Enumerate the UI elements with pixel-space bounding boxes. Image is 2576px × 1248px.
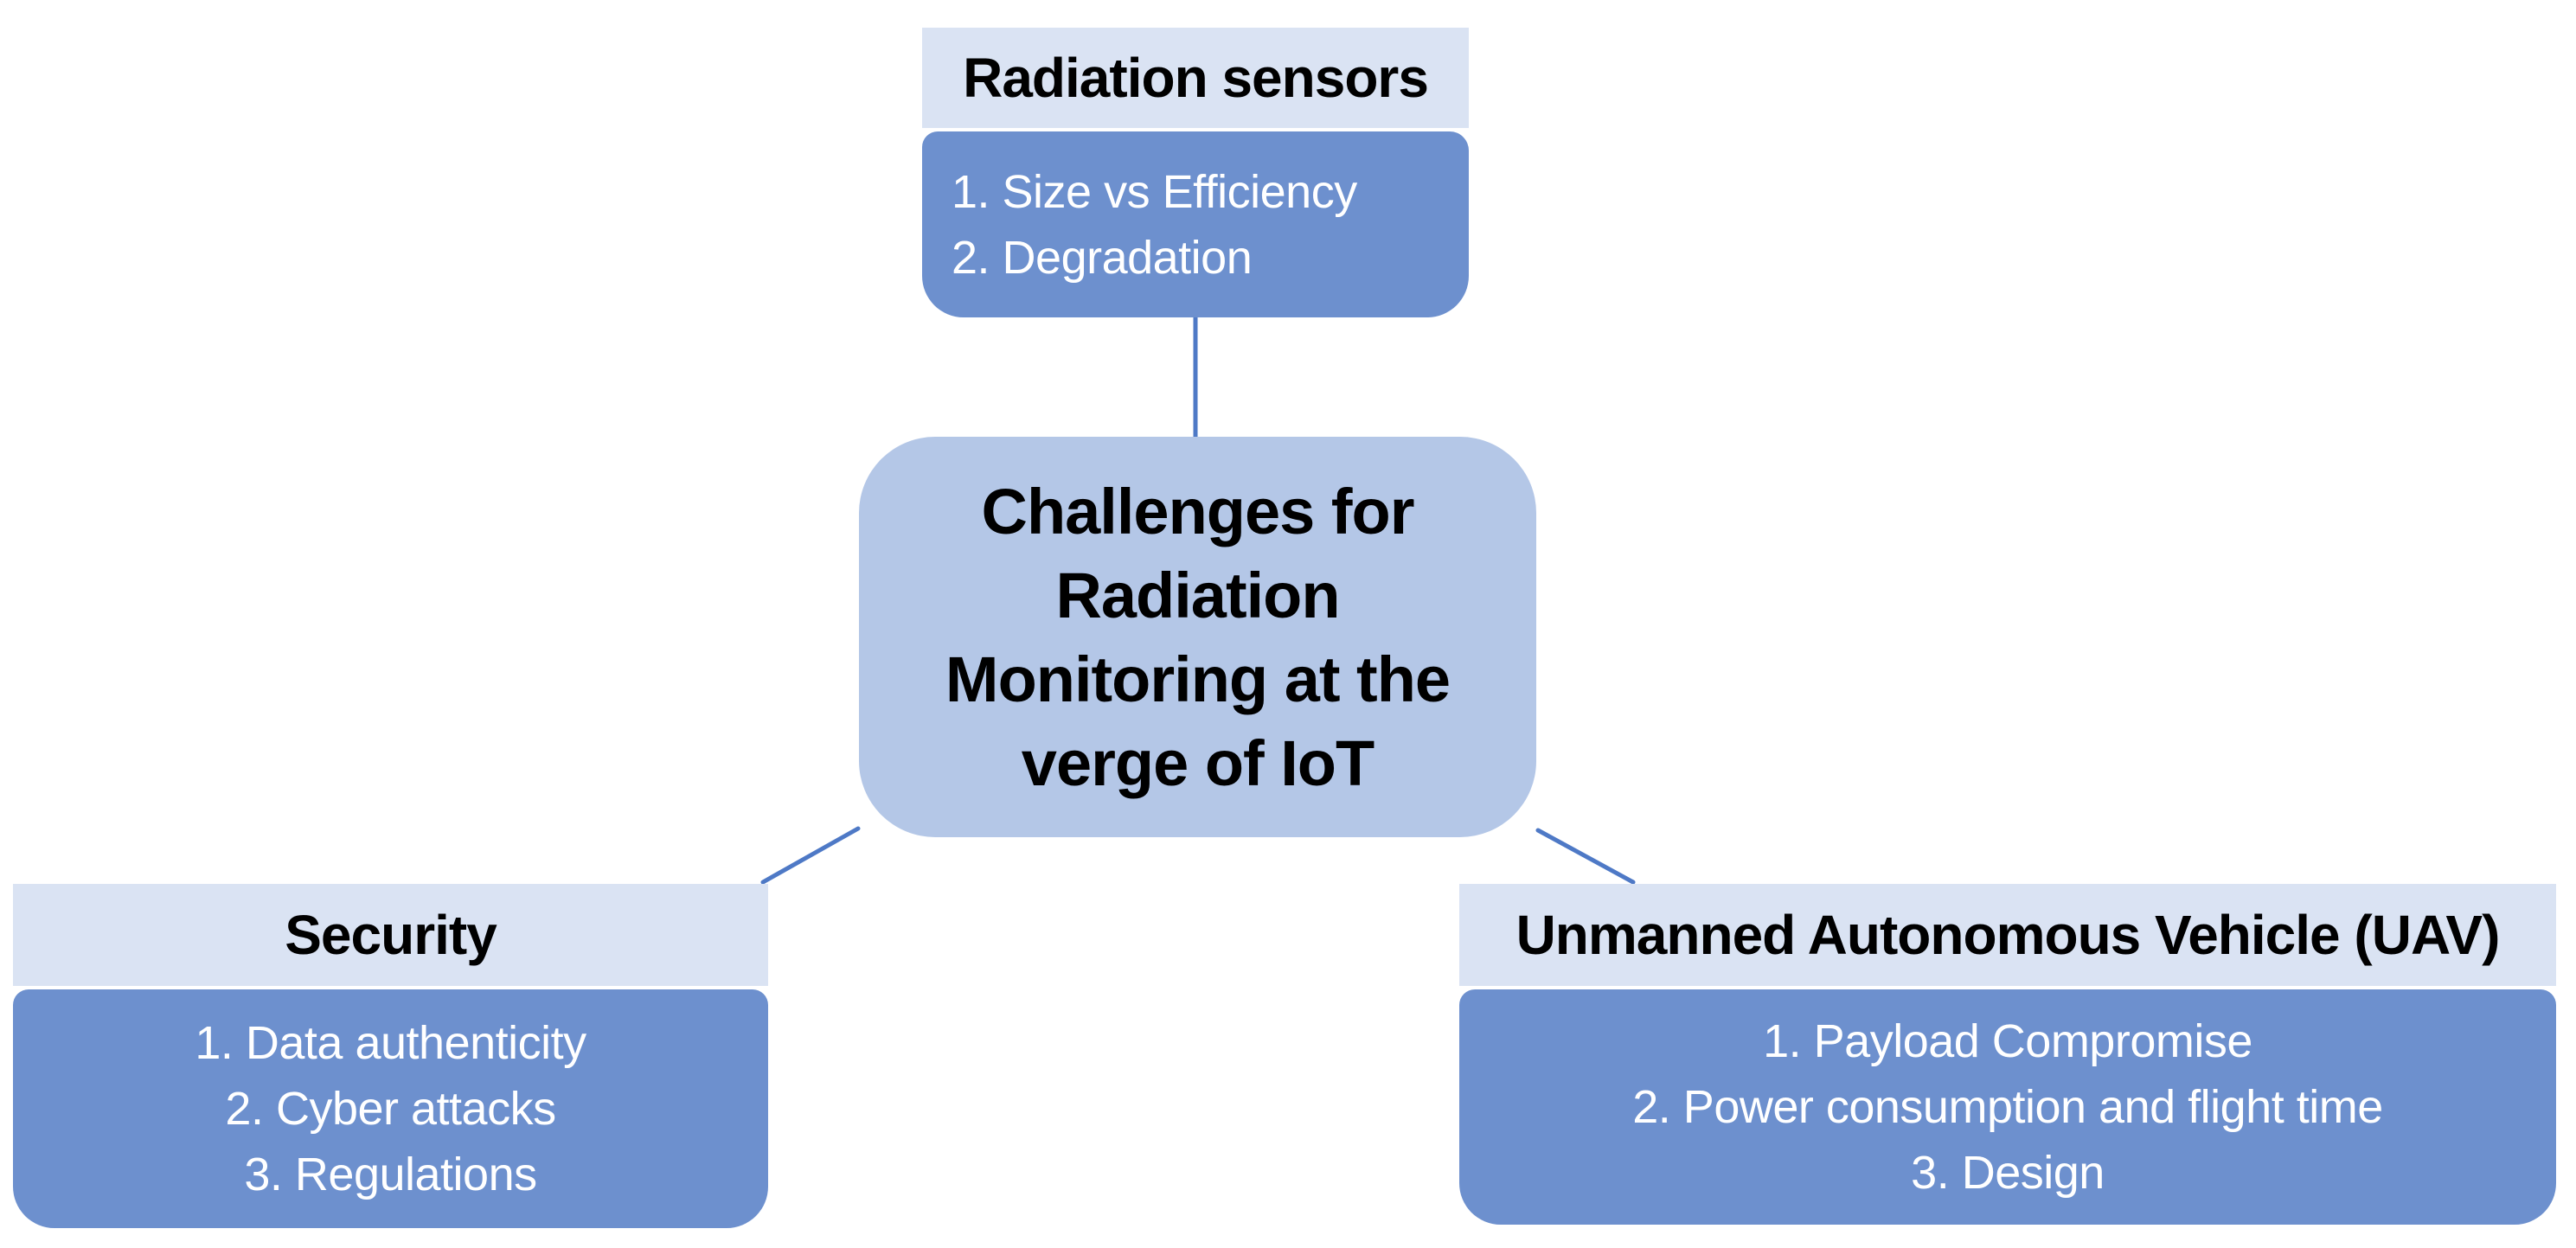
node-security-title: Security [13,884,768,986]
node-security: Security 1. Data authenticity 2. Cyber a… [13,884,768,1228]
list-item: 3. Regulations [244,1149,537,1200]
connector-right [1535,828,1636,885]
node-center-challenges: Challenges for Radiation Monitoring at t… [859,437,1536,837]
node-uav: Unmanned Autonomous Vehicle (UAV) 1. Pay… [1459,884,2556,1225]
node-uav-body: 1. Payload Compromise 2. Power consumpti… [1459,989,2556,1225]
connector-left [760,826,861,885]
list-item: 1. Size vs Efficiency [952,165,1357,218]
node-radiation-sensors: Radiation sensors 1. Size vs Efficiency … [922,28,1469,317]
center-title-line: Monitoring at the [945,643,1451,715]
list-item: 1. Payload Compromise [1763,1015,2252,1067]
list-item: 1. Data authenticity [195,1017,586,1069]
node-uav-title: Unmanned Autonomous Vehicle (UAV) [1459,884,2556,986]
node-radiation-sensors-body: 1. Size vs Efficiency 2. Degradation [922,131,1469,317]
center-title-line: Radiation [1055,559,1340,631]
node-radiation-sensors-title: Radiation sensors [922,28,1469,128]
center-title-line: verge of IoT [1021,726,1375,799]
list-item: 2. Degradation [952,231,1253,284]
node-security-body: 1. Data authenticity 2. Cyber attacks 3.… [13,989,768,1228]
list-item: 2. Cyber attacks [225,1083,556,1135]
list-item: 3. Design [1911,1147,2105,1199]
center-title-line: Challenges for [981,475,1415,547]
list-item: 2. Power consumption and flight time [1632,1081,2383,1133]
